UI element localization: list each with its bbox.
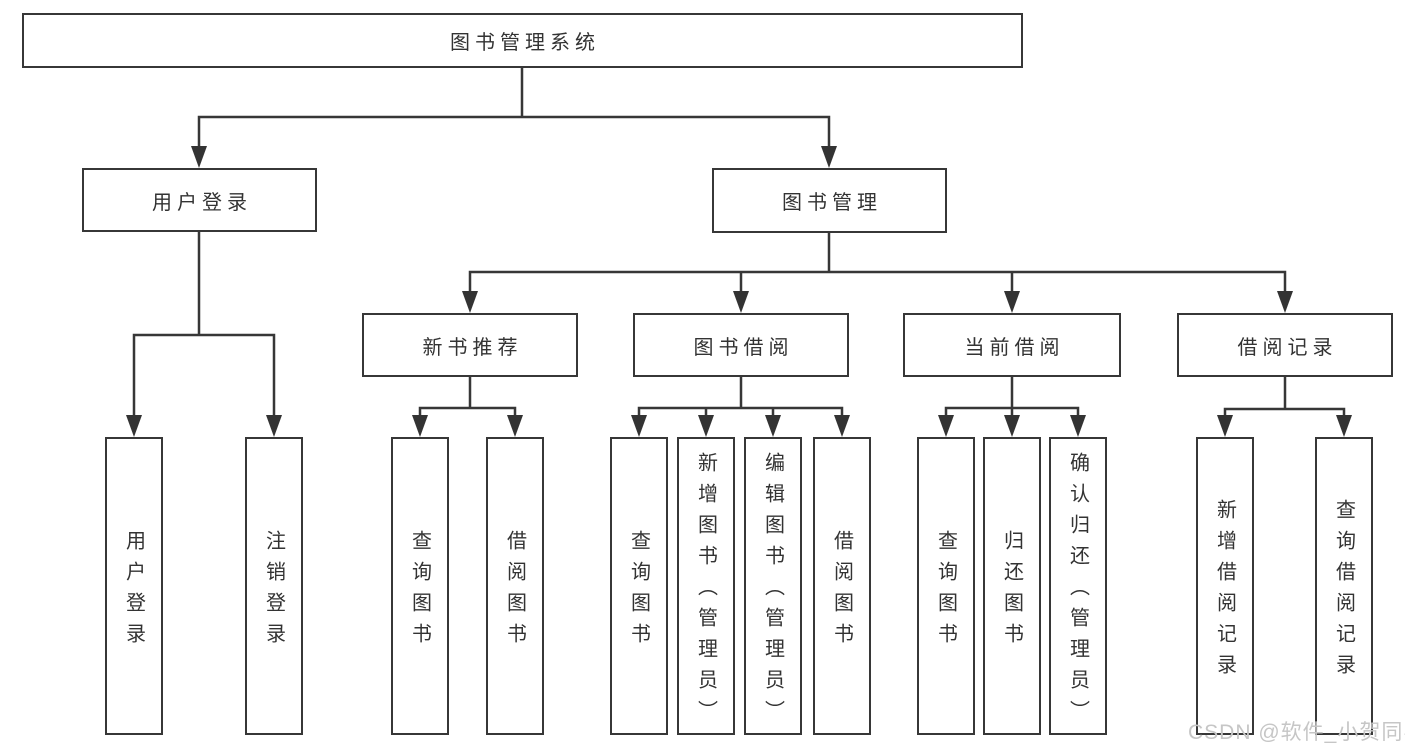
csdn-watermark: CSDN @软件_小贺同学 <box>1188 721 1405 744</box>
node-book-borrow: 图书借阅 <box>633 313 849 377</box>
node-borrow-records: 借阅记录 <box>1177 313 1393 377</box>
leaf-add-book-admin-label: 新增图书（管理员） <box>694 452 717 731</box>
leaf-query-books-recommend: 查询图书 <box>391 437 449 735</box>
node-book-borrow-label: 图书借阅 <box>693 336 794 359</box>
leaf-query-books-recommend-label: 查询图书 <box>408 529 431 654</box>
leaf-confirm-return-admin-label: 确认归还（管理员） <box>1066 452 1089 731</box>
node-new-book-recommend: 新书推荐 <box>362 313 578 377</box>
leaf-add-book-admin: 新增图书（管理员） <box>677 437 735 735</box>
leaf-query-borrow-record: 查询借阅记录 <box>1315 437 1373 735</box>
leaf-edit-book-admin: 编辑图书（管理员） <box>744 437 802 735</box>
node-book-management-label: 图书管理 <box>782 192 882 214</box>
node-user-login: 用户登录 <box>82 168 317 232</box>
leaf-edit-book-admin-label: 编辑图书（管理员） <box>761 452 784 731</box>
leaf-query-books-current: 查询图书 <box>917 437 975 735</box>
leaf-query-books-current-label: 查询图书 <box>934 529 957 654</box>
leaf-query-books-borrow-label: 查询图书 <box>627 529 650 654</box>
node-book-management: 图书管理 <box>712 168 947 233</box>
leaf-logout: 注销登录 <box>245 437 303 735</box>
leaf-add-borrow-record-label: 新增借阅记录 <box>1213 498 1236 685</box>
leaf-borrow-books-borrow: 借阅图书 <box>813 437 871 735</box>
arrowhead-icons <box>126 146 1352 437</box>
node-current-borrow-label: 当前借阅 <box>964 336 1065 359</box>
leaf-query-books-borrow: 查询图书 <box>610 437 668 735</box>
leaf-query-borrow-record-label: 查询借阅记录 <box>1332 498 1355 685</box>
leaf-confirm-return-admin: 确认归还（管理员） <box>1049 437 1107 735</box>
leaf-return-book: 归还图书 <box>983 437 1041 735</box>
leaf-user-login-label: 用户登录 <box>122 529 145 654</box>
leaf-return-book-label: 归还图书 <box>1000 529 1023 654</box>
leaf-borrow-books-borrow-label: 借阅图书 <box>830 529 853 654</box>
leaf-user-login: 用户登录 <box>105 437 163 735</box>
node-root: 图书管理系统 <box>22 13 1023 68</box>
node-borrow-records-label: 借阅记录 <box>1237 336 1338 359</box>
leaf-borrow-books-recommend: 借阅图书 <box>486 437 544 735</box>
leaf-logout-label: 注销登录 <box>262 529 285 654</box>
leaf-borrow-books-recommend-label: 借阅图书 <box>503 529 526 654</box>
node-root-label: 图书管理系统 <box>450 32 600 54</box>
node-user-login-label: 用户登录 <box>152 191 252 214</box>
leaf-add-borrow-record: 新增借阅记录 <box>1196 437 1254 735</box>
node-new-book-recommend-label: 新书推荐 <box>422 336 523 359</box>
node-current-borrow: 当前借阅 <box>903 313 1121 377</box>
